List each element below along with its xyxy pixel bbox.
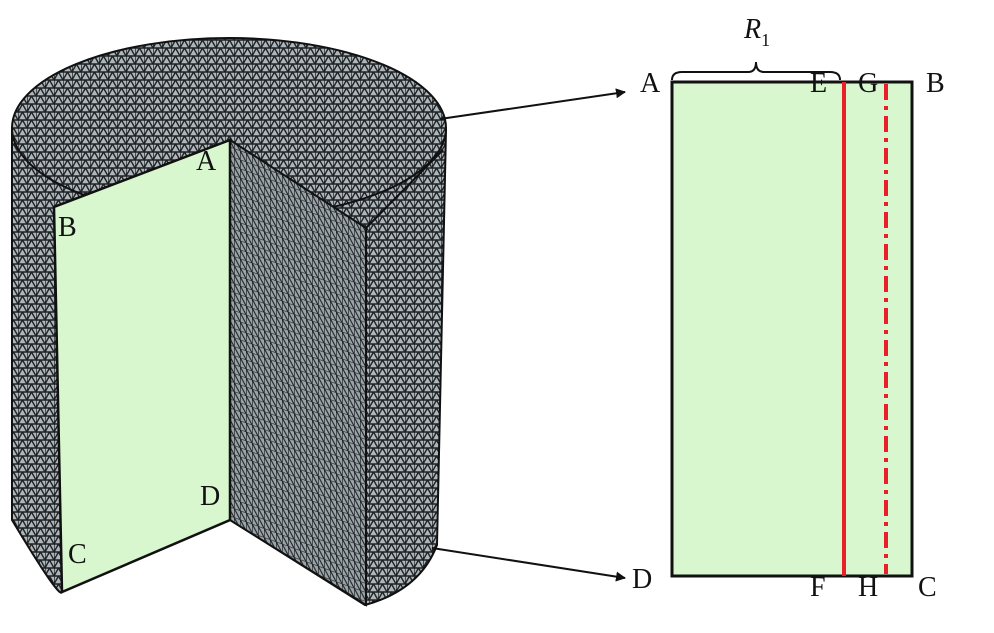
label-sec-H: H xyxy=(858,572,878,603)
label-cyl-A: A xyxy=(196,146,217,177)
section-view: R1 A E G B D F H C xyxy=(632,14,945,603)
section-rect xyxy=(670,80,914,578)
label-sec-G: G xyxy=(858,68,878,99)
meshed-cylinder: A B C D xyxy=(11,37,448,607)
label-sec-F: F xyxy=(810,572,826,603)
label-sec-C: C xyxy=(918,572,937,603)
label-cyl-B: B xyxy=(58,212,77,243)
label-sec-D: D xyxy=(632,564,652,595)
label-cyl-D: D xyxy=(200,481,220,512)
label-cyl-C: C xyxy=(68,539,87,570)
label-sec-E: E xyxy=(810,68,827,99)
section-face xyxy=(52,138,232,594)
cut-edge xyxy=(365,149,444,229)
arrow-top-icon xyxy=(439,88,626,120)
dimension-R1: R1 xyxy=(743,14,770,50)
label-sec-A: A xyxy=(640,68,661,99)
label-sec-B: B xyxy=(926,68,945,99)
brace-R1 xyxy=(671,61,841,81)
arrow-bottom-icon xyxy=(431,547,626,582)
